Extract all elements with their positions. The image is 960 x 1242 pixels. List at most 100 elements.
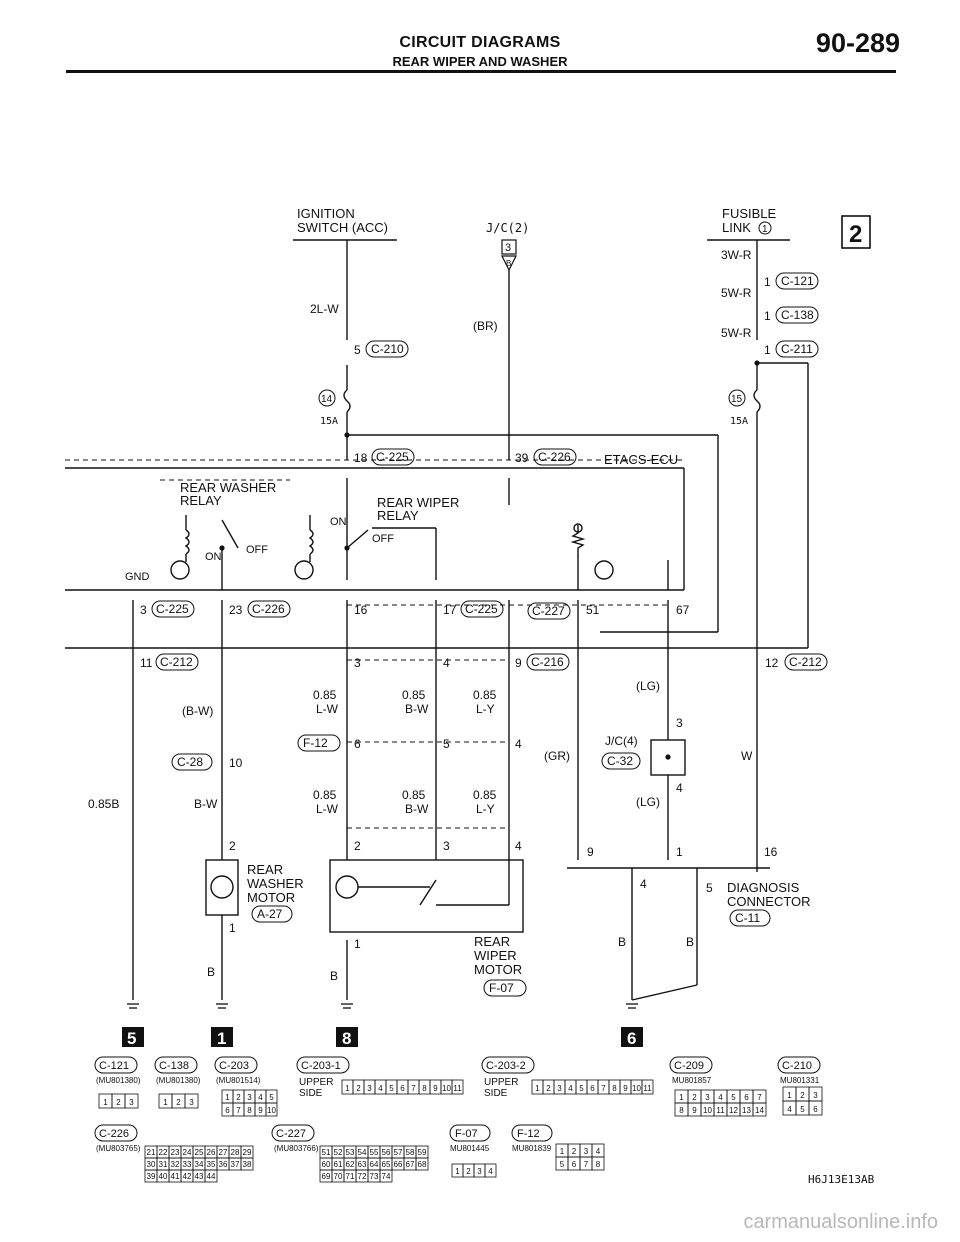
legend-c227: C-227	[276, 1128, 306, 1140]
pin-16: 16	[354, 603, 368, 617]
pin-number-c210: 2	[800, 1091, 805, 1100]
pin-number-c209: 4	[718, 1093, 723, 1102]
wire-lg-2: (LG)	[636, 795, 660, 809]
pin-number-c2032: 8	[612, 1084, 617, 1093]
pin-1d: 1	[229, 921, 236, 935]
pin-number-c210: 1	[787, 1091, 792, 1100]
pin-number-c209: 2	[692, 1093, 697, 1102]
wire-2lw: 2L-W	[310, 302, 339, 316]
legend-c2031: C-203-1	[301, 1060, 341, 1072]
pin-3: 3	[140, 603, 147, 617]
pin-cell-c227	[415, 1157, 429, 1171]
pin-cell-c2032	[641, 1079, 654, 1095]
pin-number-c226: 31	[159, 1160, 168, 1169]
pin-number-f12: 1	[560, 1147, 565, 1156]
watermark: carmanualsonline.info	[743, 1211, 938, 1233]
pin-number-c226: 25	[195, 1148, 204, 1157]
pin-number-c227: 60	[322, 1160, 331, 1169]
fusible-label-2: LINK	[722, 220, 751, 235]
ground-1: 1	[217, 1029, 226, 1048]
jc2-pin-b: B	[506, 259, 511, 268]
pin-number-c2031: 4	[378, 1084, 383, 1093]
connector-c212-b: C-212	[789, 655, 822, 669]
connector-c226-b: C-226	[252, 602, 285, 616]
pin-number-c2032: 10	[632, 1084, 641, 1093]
ground-6: 6	[627, 1029, 636, 1048]
connector-c212-a: C-212	[160, 655, 193, 669]
pin-number-c2031: 11	[453, 1084, 462, 1093]
pin-number-c227: 57	[394, 1148, 403, 1157]
pin-number-c227: 67	[406, 1160, 415, 1169]
pin-number-c210: 6	[813, 1105, 818, 1114]
pin-number-f12: 2	[572, 1147, 577, 1156]
pin-number-c226: 29	[243, 1148, 252, 1157]
pin-number-f12: 3	[584, 1147, 589, 1156]
pin-number-c226: 22	[159, 1148, 168, 1157]
wire-085lw-1b: L-W	[316, 702, 339, 716]
legend-c226: C-226	[99, 1128, 129, 1140]
pin-number-c227: 62	[346, 1160, 355, 1169]
pin-c211: 1	[764, 343, 771, 357]
pin-number-c227: 55	[370, 1148, 379, 1157]
pin-number-c203: 2	[236, 1093, 241, 1102]
pin-9b: 9	[587, 845, 594, 859]
pin-2b: 2	[354, 839, 361, 853]
pin-number-c2032: 9	[623, 1084, 628, 1093]
pin-number-c226: 34	[195, 1160, 204, 1169]
pin-number-c227: 68	[418, 1160, 427, 1169]
connector-c216: C-216	[531, 655, 564, 669]
pin-cell-c210	[808, 1100, 823, 1116]
jc4-label: J/C(4)	[605, 734, 638, 748]
wiper-motor-label-1: REAR	[474, 934, 510, 949]
wiper-relay-label-2: RELAY	[377, 508, 419, 523]
pin-number-c138: 3	[189, 1098, 194, 1107]
pin-number-c2032: 5	[579, 1084, 584, 1093]
wire-085bw-1b: B-W	[405, 702, 429, 716]
pin-23: 23	[229, 603, 243, 617]
pin-number-c226: 41	[171, 1172, 180, 1181]
pin-number-c210: 5	[800, 1105, 805, 1114]
connector-c11: C-11	[735, 911, 760, 925]
wire-b-diag-2: B	[686, 935, 694, 949]
pin-number-c2032: 2	[546, 1084, 551, 1093]
wiper-motor-label-2: WIPER	[474, 948, 517, 963]
pin-number-c227: 72	[358, 1172, 367, 1181]
pin-cell-c121	[124, 1093, 139, 1109]
connector-f12: F-12	[303, 736, 328, 750]
pin-number-f07: 2	[466, 1167, 471, 1176]
pin-number-c227: 65	[382, 1160, 391, 1169]
pin-number-f07: 3	[477, 1167, 482, 1176]
wire-lg-1: (LG)	[636, 679, 660, 693]
connector-c28: C-28	[177, 755, 203, 769]
pin-number-c209: 1	[679, 1093, 684, 1102]
part-f12: MU801839	[512, 1144, 552, 1153]
part-c226: (MU803765)	[96, 1144, 141, 1153]
pin-number-c2032: 3	[557, 1084, 562, 1093]
pin-number-c209: 10	[703, 1106, 712, 1115]
wire-w: W	[741, 749, 753, 763]
wire-bw: B-W	[194, 797, 218, 811]
pin-c121: 1	[764, 275, 771, 289]
pin-number-c2031: 5	[389, 1084, 394, 1093]
pin-cell-c227	[379, 1169, 393, 1183]
upper-side-1b: SIDE	[299, 1088, 323, 1099]
wiper-relay-off: OFF	[372, 533, 394, 545]
pin-number-c209: 12	[729, 1106, 738, 1115]
pin-4: 4	[443, 656, 450, 670]
pin-number-c210: 4	[787, 1105, 792, 1114]
washer-motor-label-1: REAR	[247, 862, 283, 877]
wire-5wr-2: 5W-R	[721, 326, 752, 340]
pin-cell-c138	[184, 1093, 199, 1109]
pin-number-c203: 8	[247, 1106, 252, 1115]
pin-number-c121: 3	[129, 1098, 134, 1107]
connector-c138: C-138	[781, 308, 814, 322]
washer-relay-off: OFF	[246, 544, 268, 556]
pin-number-c203: 5	[269, 1093, 274, 1102]
part-c209: MU801857	[672, 1076, 712, 1085]
pin-number-c226: 38	[243, 1160, 252, 1169]
pin-number-f12: 4	[596, 1147, 601, 1156]
pin-number-c226: 21	[147, 1148, 156, 1157]
pin-number-c203: 3	[247, 1093, 252, 1102]
page-title: CIRCUIT DIAGRAMS	[399, 34, 561, 51]
